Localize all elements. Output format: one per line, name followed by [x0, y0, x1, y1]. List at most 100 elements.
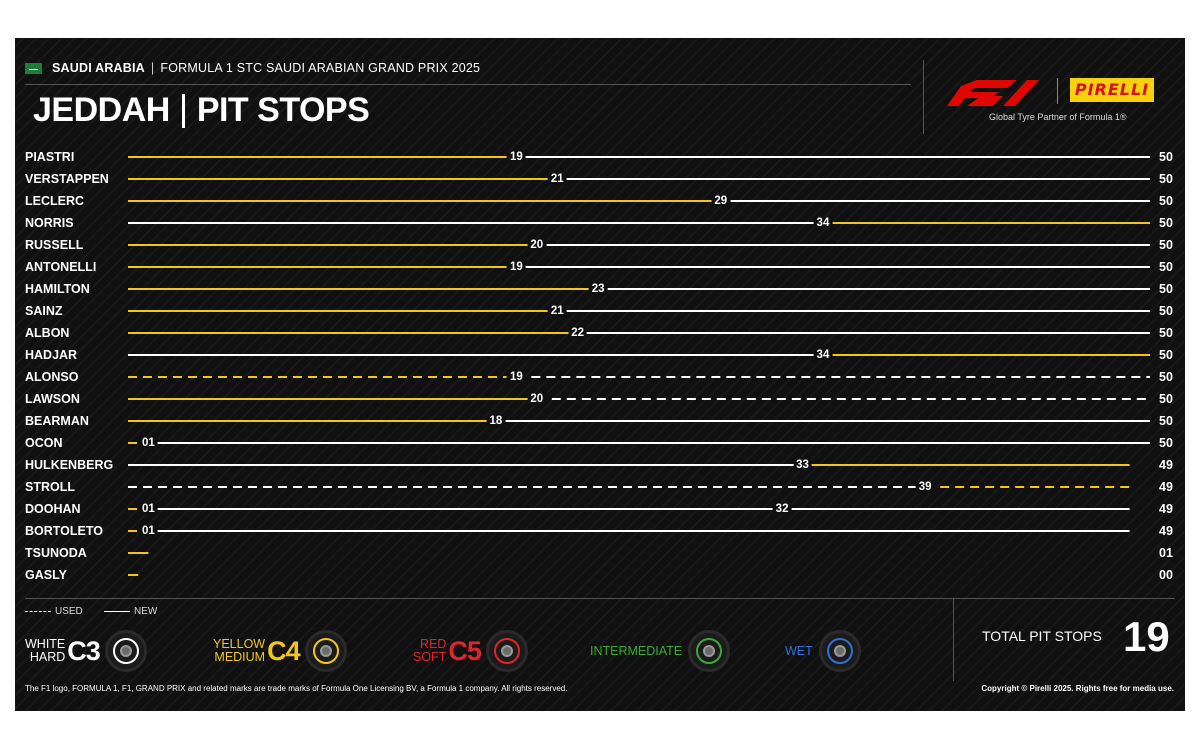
pit-stop-lap-label: 18: [486, 415, 506, 427]
partner-tagline: Global Tyre Partner of Formula 1®: [989, 112, 1127, 122]
pit-stop-lap-label: 19: [506, 371, 526, 383]
header-vertical-divider: [923, 60, 924, 134]
section-title: PIT STOPS: [196, 91, 370, 129]
soft-tyre-icon: [485, 630, 528, 672]
driver-name: VERSTAPPEN: [25, 172, 109, 186]
dashed-line-icon: [25, 611, 51, 612]
pirelli-logo: PIRELLI: [1070, 78, 1154, 102]
driver-name: STROLL: [25, 480, 75, 494]
f1-logo-icon: [947, 80, 1039, 106]
driver-name: HADJAR: [25, 348, 78, 362]
copyright-notice: Copyright © Pirelli 2025. Rights free fo…: [981, 684, 1174, 693]
driver-name: SAINZ: [25, 304, 63, 318]
tyre-color-word: YELLOW: [213, 637, 266, 651]
driver-name: ALBON: [25, 326, 70, 340]
solid-line-icon: [104, 610, 130, 613]
tyre-code: C5: [448, 635, 482, 666]
finish-lap-label: 50: [1159, 414, 1173, 428]
header-divider: [25, 84, 911, 85]
separator: |: [150, 61, 155, 75]
driver-name: PIASTRI: [25, 150, 75, 164]
finish-lap-label: 50: [1159, 216, 1173, 230]
pit-stop-lap-label: 22: [568, 327, 588, 339]
event-name: FORMULA 1 STC SAUDI ARABIAN GRAND PRIX 2…: [160, 61, 481, 75]
finish-lap-label: 50: [1159, 304, 1173, 318]
page-title: JEDDAH PIT STOPS: [33, 91, 370, 130]
tyre-type-word: SOFT: [413, 650, 447, 664]
finish-lap-label: 50: [1159, 194, 1173, 208]
pit-stop-lap-label: 29: [711, 195, 731, 207]
tyre-sub-label: WHITE HARD: [25, 638, 65, 664]
pit-stop-lap-label: 01: [139, 437, 158, 449]
finish-lap-label: 50: [1159, 260, 1173, 274]
graphic-panel: SAUDI ARABIA | FORMULA 1 STC SAUDI ARABI…: [15, 38, 1185, 711]
pit-stop-lap-label: 01: [139, 525, 158, 537]
legend-wet: WET: [785, 628, 861, 674]
driver-name: HAMILTON: [25, 282, 90, 296]
pit-stop-lap-label: 34: [813, 349, 833, 361]
driver-name: RUSSELL: [25, 238, 84, 252]
tyre-name: INTERMEDIATE: [590, 644, 683, 658]
sponsor-logos: PIRELLI Global Tyre Partner of Formula 1…: [945, 76, 1160, 136]
driver-name: GASLY: [25, 568, 67, 582]
saudi-flag-icon: [25, 62, 42, 74]
finish-lap-label: 50: [1159, 370, 1173, 384]
pit-stop-lap-label: 19: [506, 151, 526, 163]
tyre-sub-label: YELLOW MEDIUM: [213, 638, 265, 664]
driver-name: LECLERC: [25, 194, 85, 208]
tyre-type-word: HARD: [29, 650, 66, 664]
driver-name: HULKENBERG: [25, 458, 114, 472]
finish-lap-label: 50: [1159, 282, 1173, 296]
legend-hard: WHITE HARD C3: [25, 628, 147, 674]
wet-tyre-icon: [818, 630, 861, 672]
driver-name: BEARMAN: [25, 414, 89, 428]
driver-name: NORRIS: [25, 216, 74, 230]
title-separator: [181, 93, 185, 128]
country-name: SAUDI ARABIA: [52, 61, 145, 75]
legend-used: USED: [25, 606, 83, 617]
finish-lap-label: 50: [1159, 348, 1173, 362]
legend-divider: [25, 598, 1175, 599]
legend-new: NEW: [104, 606, 157, 617]
medium-tyre-icon: [304, 630, 347, 672]
tyre-sub-label: RED SOFT: [413, 638, 446, 664]
finish-lap-label: 49: [1159, 458, 1173, 472]
finish-lap-label: 50: [1159, 436, 1173, 450]
finish-lap-label: 49: [1159, 524, 1173, 538]
pit-stop-lap-label: 21: [547, 305, 567, 317]
finish-lap-label: 01: [1159, 546, 1173, 560]
legend-used-label: USED: [55, 606, 83, 617]
tyre-type-word: MEDIUM: [214, 650, 266, 664]
driver-name: TSUNODA: [25, 546, 87, 560]
total-pit-stops-label: TOTAL PIT STOPS: [982, 628, 1102, 644]
hard-tyre-icon: [104, 630, 147, 672]
pit-stop-lap-label: 20: [527, 393, 547, 405]
finish-lap-label: 50: [1159, 150, 1173, 164]
pit-stop-lap-label: 34: [813, 217, 833, 229]
pit-stop-lap-label: 01: [139, 503, 158, 515]
legend-vertical-divider: [953, 599, 954, 681]
logo-divider: [1057, 78, 1058, 104]
circuit-name: JEDDAH: [33, 91, 170, 129]
tyre-code: C3: [67, 635, 101, 666]
finish-lap-label: 49: [1159, 502, 1173, 516]
driver-name: ANTONELLI: [25, 260, 97, 274]
pit-stop-chart: [128, 156, 1150, 576]
legend-new-label: NEW: [134, 606, 158, 617]
legend-soft: RED SOFT C5: [413, 628, 528, 674]
driver-name: LAWSON: [25, 392, 80, 406]
legend-intermediate: INTERMEDIATE: [590, 628, 731, 674]
pit-stop-lap-label: 33: [793, 459, 812, 471]
finish-lap-label: 49: [1159, 480, 1173, 494]
driver-name: ALONSO: [25, 370, 79, 384]
pit-stop-lap-label: 23: [588, 283, 608, 295]
driver-name: BORTOLETO: [25, 524, 104, 538]
tyre-color-word: WHITE: [25, 637, 66, 651]
finish-lap-label: 50: [1159, 392, 1173, 406]
trademark-notice: The F1 logo, FORMULA 1, F1, GRAND PRIX a…: [25, 684, 568, 693]
finish-lap-label: 50: [1159, 326, 1173, 340]
finish-lap-label: 00: [1159, 568, 1173, 582]
pit-stop-lap-label: 21: [547, 173, 567, 185]
legend-medium: YELLOW MEDIUM C4: [213, 628, 347, 674]
